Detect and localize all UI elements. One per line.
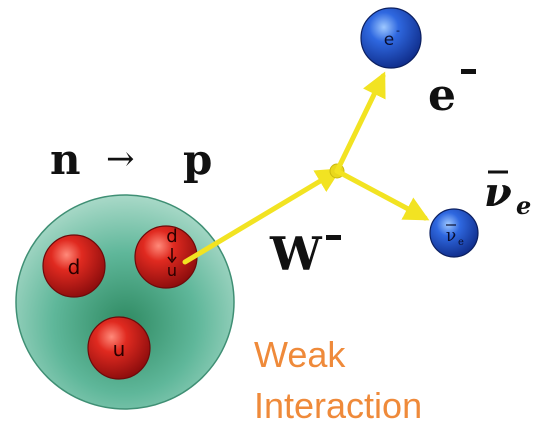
w-boson-charge-bar (326, 235, 341, 240)
caption-line-2: Interaction (254, 385, 422, 426)
electron-charge-bar (461, 69, 476, 74)
antineutrino-symbol: ν (484, 169, 512, 216)
reaction-arrow: → (106, 139, 135, 179)
reaction-to: p (183, 135, 212, 184)
electron-particle: e - (360, 7, 422, 69)
electron-ball-label: e (384, 30, 394, 50)
caption-line-1: Weak (254, 334, 346, 375)
caption: Weak Interaction (254, 334, 422, 426)
electron-symbol: e (428, 70, 456, 121)
antineutrino-ball-subscript: e (458, 237, 464, 248)
antineutrino-subscript: e (516, 191, 531, 220)
antineutrino-ball-label: ν (446, 226, 456, 246)
reaction-label: n → p (50, 135, 212, 184)
electron-line (334, 71, 386, 174)
w-boson-label: W (269, 227, 341, 281)
quark-u-bottom: u (87, 316, 151, 380)
quark-d-transforming: d u (134, 225, 198, 289)
antineutrino-label: ν e (484, 169, 531, 220)
quark-d-left: d (42, 234, 106, 298)
w-boson-symbol: W (269, 227, 323, 281)
quark-u-result-label: u (167, 261, 177, 280)
antineutrino-line (334, 168, 430, 221)
antineutrino-particle: ν e (429, 208, 479, 258)
electron-label: e (428, 69, 476, 121)
electron-ball-charge: - (396, 24, 400, 37)
quark-d-left-label: d (68, 255, 81, 279)
w-boson-line (182, 168, 342, 265)
quark-u-bottom-label: u (113, 337, 126, 361)
reaction-from: n (50, 135, 81, 184)
quark-d-transforming-label: d (166, 226, 177, 247)
